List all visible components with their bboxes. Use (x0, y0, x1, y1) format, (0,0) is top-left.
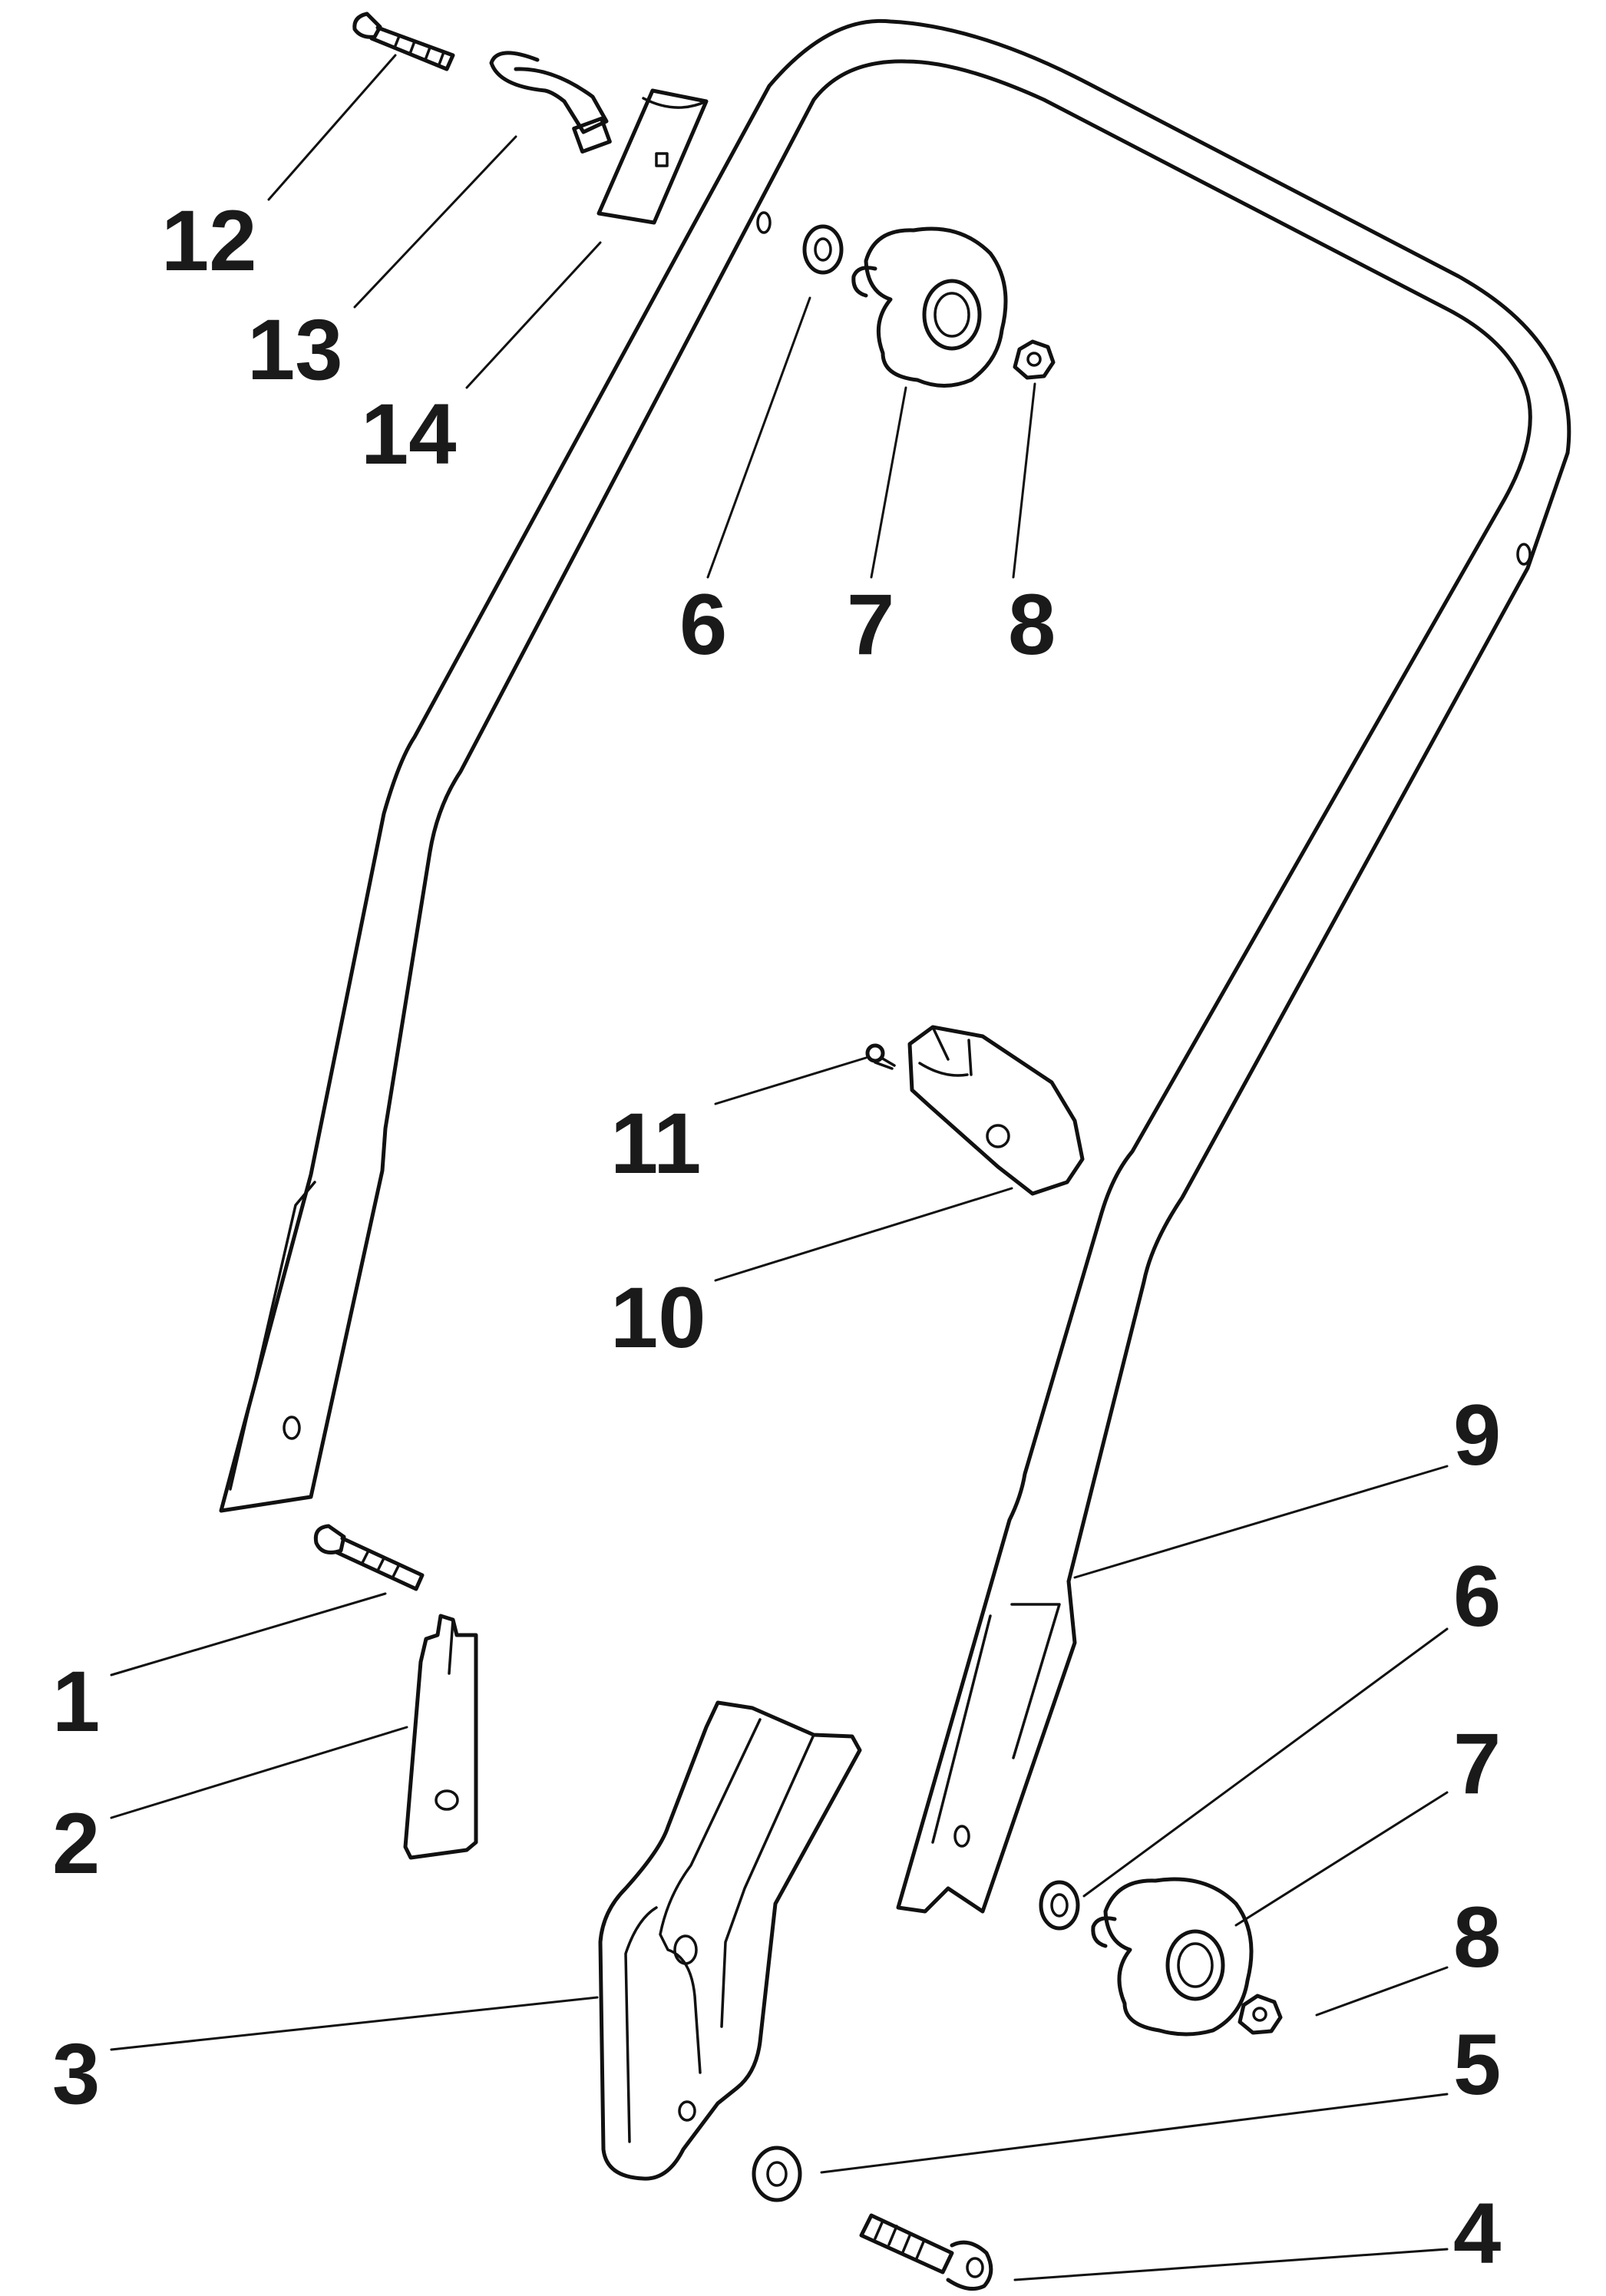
callout-3: 3 (52, 2026, 100, 2122)
leader-3 (110, 1996, 599, 2051)
screw-11 (865, 1043, 896, 1070)
cable-guide-10 (907, 1025, 1085, 1196)
knob-7-upper (851, 226, 1008, 388)
callout-9: 9 (1453, 1387, 1501, 1483)
bolt-4 (859, 2213, 993, 2291)
leader-7-lower (1234, 1791, 1449, 1927)
leader-7-upper (870, 386, 907, 579)
leader-12 (267, 54, 397, 201)
sleeve-14 (596, 88, 709, 225)
leader-11 (714, 1056, 867, 1105)
callout-7-lower: 7 (1453, 1716, 1501, 1812)
callout-4: 4 (1453, 2185, 1501, 2281)
bolt-12 (352, 12, 455, 71)
leader-8-lower (1315, 1966, 1449, 2017)
leader-9 (1073, 1465, 1449, 1579)
callout-12: 12 (161, 193, 257, 289)
callout-10: 10 (610, 1270, 706, 1366)
leader-14 (465, 241, 602, 389)
callout-5: 5 (1453, 2017, 1501, 2113)
clip-13 (489, 51, 612, 154)
leader-lines (110, 54, 1449, 2281)
callout-11: 11 (610, 1095, 701, 1191)
washer-6-lower (1039, 1880, 1080, 1931)
bolt-1 (313, 1524, 425, 1591)
knob-7-lower (1091, 1877, 1254, 2037)
leader-6-upper (706, 296, 811, 579)
leader-4 (1013, 2248, 1449, 2281)
callout-7-upper: 7 (847, 576, 894, 672)
leader-10 (714, 1187, 1013, 1282)
callout-8-upper: 8 (1008, 576, 1056, 672)
callout-6-upper: 6 (679, 576, 727, 672)
callout-1: 1 (52, 1653, 100, 1749)
nut-8-lower (1238, 1994, 1283, 2035)
callout-labels: 12 13 14 6 7 8 11 10 9 1 2 6 7 8 3 5 4 (52, 193, 1501, 2281)
bracket-plate-2 (403, 1614, 478, 1860)
nut-8-upper (1013, 339, 1056, 380)
callout-8-lower: 8 (1453, 1889, 1501, 1985)
callout-6-lower: 6 (1453, 1548, 1501, 1644)
callout-13: 13 (247, 302, 343, 398)
leader-13 (353, 135, 517, 309)
leader-5 (820, 2093, 1449, 2174)
mount-bracket-3 (598, 1700, 862, 2181)
leader-2 (110, 1726, 408, 1819)
washer-5 (752, 2146, 802, 2202)
leader-8-upper (1012, 382, 1036, 579)
washer-6-upper (802, 224, 844, 275)
leader-6-lower (1082, 1627, 1449, 1898)
callout-14: 14 (361, 386, 457, 482)
handle-tube (219, 18, 1571, 1914)
leader-1 (110, 1592, 387, 1677)
callout-2: 2 (52, 1796, 100, 1891)
